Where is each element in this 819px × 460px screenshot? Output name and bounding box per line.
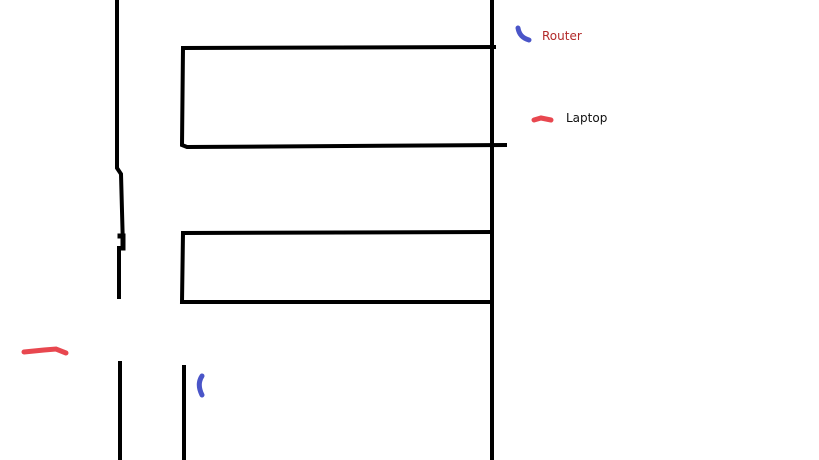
router-marker-icon: [515, 25, 532, 43]
laptop-label: Laptop: [566, 111, 607, 125]
lower-room: [179, 229, 495, 304]
left-wall-door-mark: [117, 233, 126, 251]
upper-room: [179, 44, 508, 150]
left-wall-upper: [115, 0, 126, 299]
router-marker-icon: [196, 373, 205, 398]
walls: [115, 0, 508, 460]
router-label: Router: [542, 29, 582, 43]
laptop-marker-icon: [21, 346, 69, 356]
laptop-marker-icon: [531, 115, 554, 123]
